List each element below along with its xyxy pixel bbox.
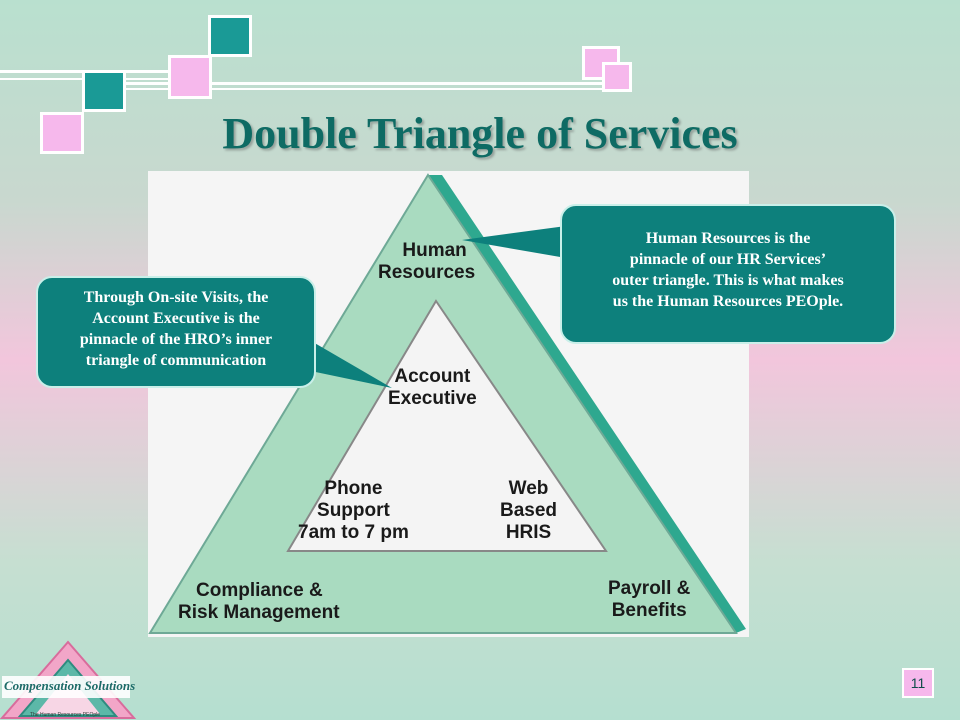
outer-triangle-side xyxy=(428,175,746,633)
double-triangle-diagram xyxy=(148,173,746,634)
logo-tagline: The Human Resources PEOple xyxy=(30,712,101,718)
callout-line: pinnacle of the HRO’s inner xyxy=(79,331,273,348)
outer-label-human-resources: Human Resources xyxy=(378,240,475,284)
label-line: Payroll & xyxy=(608,578,691,599)
deco-square xyxy=(82,70,126,112)
callout-account-executive: Through On-site Visits, the Account Exec… xyxy=(36,276,316,388)
label-line: HRIS xyxy=(505,522,552,543)
slide-title: Double Triangle of Services xyxy=(222,109,738,158)
callout-line: Through On-site Visits, the xyxy=(83,289,269,306)
callout-line: triangle of communication xyxy=(85,352,267,369)
label-line: Phone xyxy=(324,478,383,499)
outer-label-payroll: Payroll & Benefits xyxy=(608,578,690,622)
inner-triangle xyxy=(286,299,608,552)
deco-square xyxy=(168,55,212,99)
outer-label-compliance: Compliance & Risk Management xyxy=(178,580,340,624)
label-line: Benefits xyxy=(611,600,687,621)
deco-line xyxy=(120,88,620,90)
label-line: Account xyxy=(394,366,471,387)
deco-line xyxy=(120,82,620,85)
label-line: Risk Management xyxy=(178,602,340,623)
callout-line: Human Resources is the xyxy=(645,230,811,247)
callout-human-resources: Human Resources is the pinnacle of our H… xyxy=(560,204,896,344)
deco-square xyxy=(40,112,84,154)
callout-line: outer triangle. This is what makes xyxy=(612,272,844,289)
deco-square xyxy=(208,15,252,57)
inner-label-web-hris: Web Based HRIS xyxy=(500,478,557,544)
right-callout-tail xyxy=(462,226,566,258)
label-line: Compliance & xyxy=(196,580,323,601)
inner-label-account-executive: Account Executive xyxy=(388,366,477,410)
callout-line: Account Executive is the xyxy=(92,310,260,327)
label-line: 7am to 7 pm xyxy=(298,522,409,543)
deco-square xyxy=(602,62,632,92)
label-line: Support xyxy=(317,500,390,521)
label-line: Human xyxy=(402,240,467,261)
inner-label-phone-support: Phone Support 7am to 7 pm xyxy=(298,478,409,544)
callout-line: us the Human Resources PEOple. xyxy=(612,293,844,310)
left-callout-tail xyxy=(306,338,392,388)
page-number: 11 xyxy=(902,668,934,698)
label-line: Based xyxy=(500,500,558,521)
label-line: Web xyxy=(508,478,549,499)
company-logo xyxy=(0,640,137,719)
logo-name: Compensation Solutions xyxy=(4,678,136,693)
callout-line: pinnacle of our HR Services’ xyxy=(629,251,827,268)
label-line: Executive xyxy=(388,388,477,409)
label-line: Resources xyxy=(378,262,476,283)
